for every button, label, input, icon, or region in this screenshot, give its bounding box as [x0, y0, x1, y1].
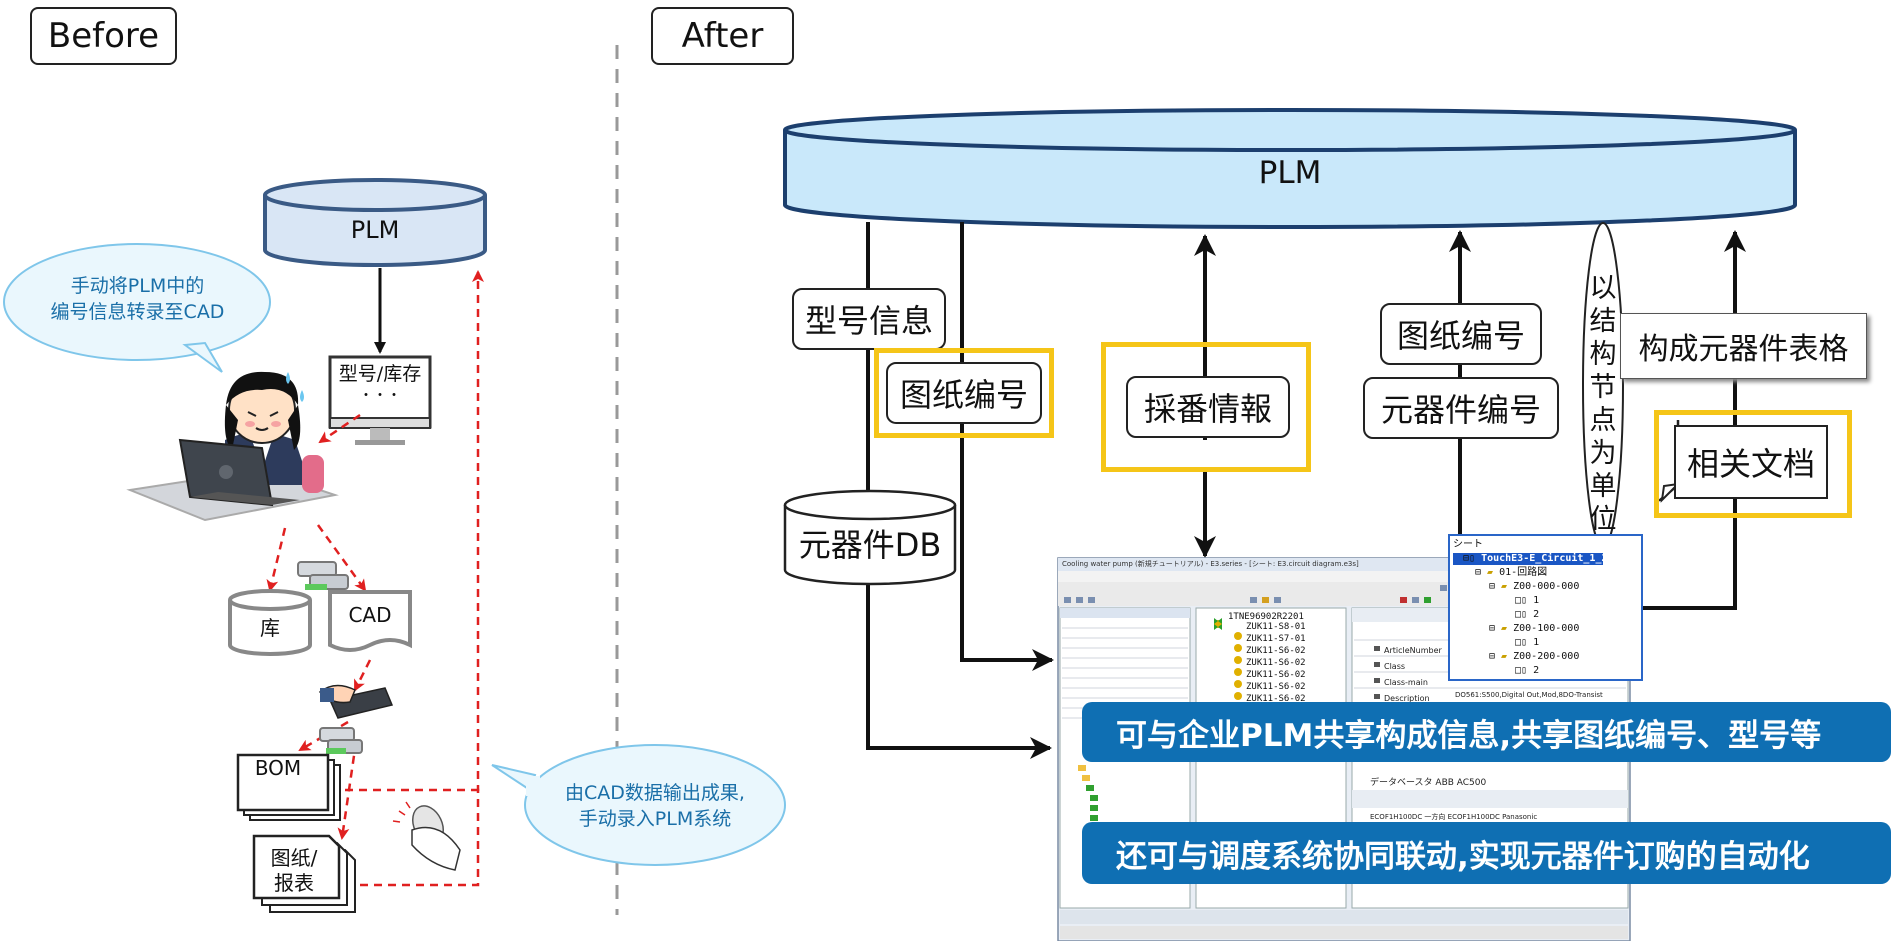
disk-icon-1 [297, 561, 349, 590]
mouse-hand-icon [392, 801, 461, 871]
cad-label: CAD [348, 603, 392, 627]
drawing-label-line-2: 报表 [274, 871, 314, 895]
feature-banner-1: 可与企业PLM共享构成信息,共享图纸编号、型号等 [1082, 702, 1891, 762]
component-no-tag: 元器件编号 [1363, 377, 1559, 439]
app-bottom-row: ECOF1H100DC 一方向 ECOF1H100DC Panasonic [1370, 813, 1538, 821]
app-row[interactable]: ZUK11-S8-01 [1246, 622, 1306, 632]
database-cylinder-before [228, 589, 312, 656]
drawing-no-tag-1: 图纸编号 [886, 362, 1042, 424]
bubble-top-line-2: 编号信息转录至CAD [50, 301, 225, 323]
component-db-cylinder [783, 489, 957, 586]
bom-label: BOM [254, 756, 302, 780]
app-row[interactable]: ZUK11-S6-02 [1246, 646, 1306, 656]
tree-root[interactable]: ⊟▯ TouchE3-E_Circuit_1_2* [1463, 553, 1614, 564]
monitor-icon [328, 355, 432, 445]
before-flow-arrows [266, 270, 484, 887]
component-db-label: 元器件DB [798, 526, 942, 564]
before-header: Before [30, 7, 177, 65]
bubble-bottom-text: 由CAD数据输出成果, 手动录入PLM系统 [540, 780, 770, 832]
monitor-text-line-2: ・・・ [359, 388, 401, 404]
app-component-list: ZUK11-S8-01 ZUK11-S7-01 ZUK11-S6-02 ZUK1… [1246, 621, 1306, 705]
bubble-bottom-line-1: 由CAD数据输出成果, [565, 782, 745, 804]
speech-bubble-bottom [491, 744, 786, 866]
tree-node[interactable]: ⊟ ▰ Z00-200-000 [1489, 651, 1580, 662]
tree-node[interactable]: ⊟ ▰ Z00-000-000 [1489, 581, 1580, 592]
bubble-top-text: 手动将PLM中的 编号信息转录至CAD [20, 273, 255, 325]
tree-leaf[interactable]: □▯ 2 [1515, 665, 1540, 676]
app-prop: Class-main [1384, 678, 1428, 687]
app-row[interactable]: ZUK11-S6-02 [1246, 682, 1306, 692]
app-desc-value: DO561:S500,Digital Out,Mod,8DO-Transist [1455, 691, 1603, 699]
tree-leaf[interactable]: □▯ 1 [1515, 595, 1540, 606]
monitor-text-line-1: 型号/库存 [338, 363, 422, 385]
tree-node[interactable]: ⊟ ▰ 01-回路図 [1475, 567, 1548, 578]
app-root-node: 1TNE96902R2201 [1228, 612, 1304, 622]
plm-label-before: PLM [350, 216, 400, 244]
related-docs-tag: 相关文档 [1674, 425, 1828, 499]
plm-cylinder-before [263, 178, 487, 267]
app-db-row: データベースタ ABB AC500 [1370, 778, 1487, 788]
drawing-no-tag-2: 图纸编号 [1380, 303, 1542, 365]
db-lib-label: 库 [260, 616, 280, 640]
bubble-top-line-1: 手动将PLM中的 [70, 275, 205, 297]
monitor-text: 型号/库存 ・・・ [330, 363, 430, 407]
disk-icon-2 [319, 727, 363, 754]
app-row[interactable]: ZUK11-S6-02 [1246, 694, 1306, 704]
tree-node[interactable]: ⊟ ▰ Z00-100-000 [1489, 623, 1580, 634]
sheet-tree-panel[interactable]: シート ⊟▯ TouchE3-E_Circuit_1_2* ⊟ ▰ 01-回路図… [1449, 535, 1642, 680]
tree-title: シート [1453, 539, 1483, 550]
bubble-bottom-line-2: 手动录入PLM系统 [578, 808, 732, 830]
highlight-related-docs [1654, 410, 1852, 518]
numbering-info-tag: 採番情報 [1126, 376, 1290, 438]
tree-leaf[interactable]: □▯ 1 [1515, 637, 1540, 648]
app-prop: Class [1384, 662, 1406, 671]
app-row[interactable]: ZUK11-S6-02 [1246, 658, 1306, 668]
app-property-list: ArticleNumber Class Class-main Descripti… [1384, 643, 1442, 707]
model-info-tag: 型号信息 [792, 288, 946, 350]
plm-label-after: PLM [1258, 155, 1322, 191]
cad-document [328, 590, 412, 652]
after-header: After [651, 7, 794, 65]
plm-cylinder-after [783, 108, 1797, 229]
bom-document-stack [236, 753, 341, 821]
highlight-drawing-no-1 [874, 348, 1054, 438]
app-row[interactable]: ZUK11-S6-02 [1246, 670, 1306, 680]
tree-root-label: TouchE3-E_Circuit_1_2* [1481, 553, 1614, 564]
drawing-label: 图纸/ 报表 [254, 846, 334, 896]
vertical-label: 以结构节点为单位 [1589, 273, 1617, 535]
app-prop: Description [1384, 694, 1430, 703]
drawing-label-line-1: 图纸/ [270, 846, 318, 870]
feature-banner-2: 还可与调度系统协同联动,实现元器件订购的自动化 [1082, 822, 1891, 884]
component-table-tag: 构成元器件表格 [1620, 313, 1867, 379]
speech-bubble-top [3, 243, 271, 373]
worker-illustration [126, 371, 339, 522]
keyboard-icon [318, 684, 394, 719]
app-prop: ArticleNumber [1384, 646, 1442, 655]
app-window-title: Cooling water pump (新規チュートリアル) - E3.seri… [1062, 560, 1359, 568]
drawing-document-stack [252, 834, 356, 913]
highlight-numbering-info [1101, 342, 1311, 472]
app-row[interactable]: ZUK11-S7-01 [1246, 634, 1306, 644]
tree-leaf[interactable]: □▯ 2 [1515, 609, 1540, 620]
